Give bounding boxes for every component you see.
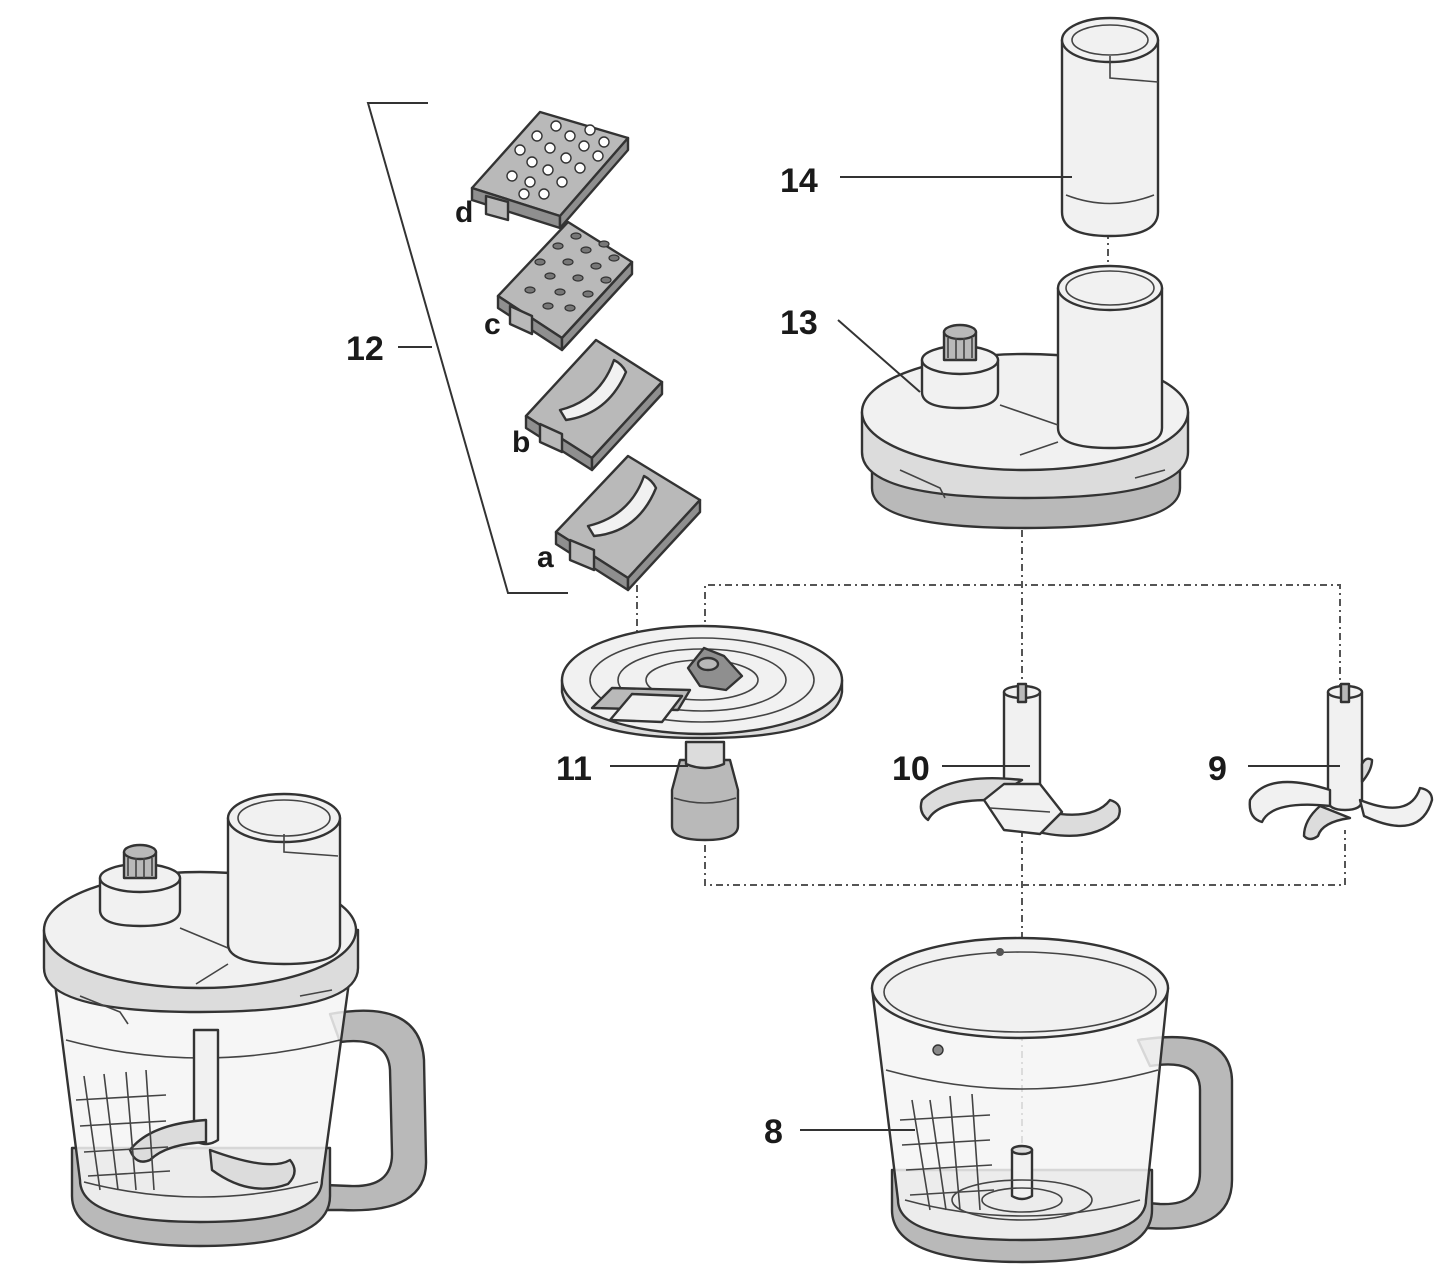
insert-disc-d-icon <box>470 110 630 230</box>
insert-disc-c-icon <box>496 220 634 352</box>
universal-blade-icon <box>919 682 1121 837</box>
insert-disc-a-icon <box>554 454 702 592</box>
callout-d: d <box>455 196 473 229</box>
callout-10: 10 <box>892 750 930 788</box>
callout-a: a <box>537 541 554 574</box>
callout-13: 13 <box>780 304 818 342</box>
callout-11: 11 <box>556 750 592 788</box>
lid-icon <box>860 264 1190 530</box>
group-12-bracket <box>366 102 568 594</box>
assembled-food-processor-icon <box>42 792 428 1248</box>
callout-9: 9 <box>1208 750 1227 788</box>
whisk-blade-icon <box>1248 682 1434 841</box>
bowl-icon <box>870 936 1234 1264</box>
callout-8: 8 <box>764 1113 783 1151</box>
pusher-icon <box>1060 16 1160 238</box>
disc-carrier-icon <box>560 624 844 842</box>
callout-b: b <box>512 426 530 459</box>
callout-12: 12 <box>346 330 384 368</box>
insert-disc-b-icon <box>524 338 664 472</box>
callout-c: c <box>484 308 501 341</box>
callout-14: 14 <box>780 162 818 200</box>
leader-lines <box>398 176 1340 1131</box>
